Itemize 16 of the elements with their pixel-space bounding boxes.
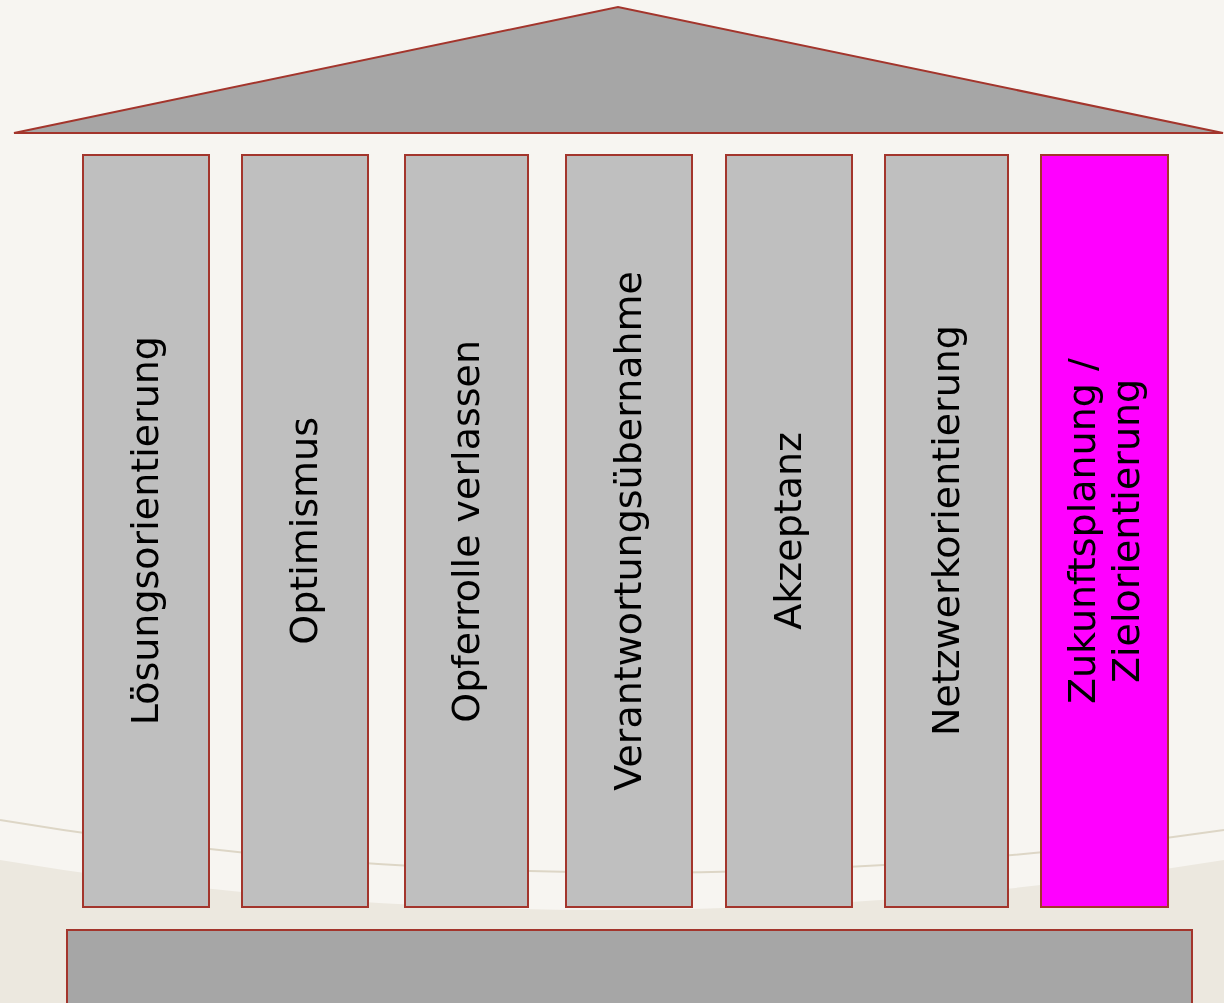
pillar-label: Akzeptanz [767,432,811,630]
pillar [884,154,1009,908]
pillar-label: Zukunftsplanung / Zielorientierung [1060,357,1149,706]
temple-roof [12,5,1224,136]
pillar [241,154,369,908]
pillar-label: Opferrolle verlassen [444,339,489,723]
pillar [1040,154,1169,908]
pillar [82,154,210,908]
pillar-label: Netzwerkorientierung [924,325,969,737]
pillar [725,154,853,908]
pillar [565,154,693,908]
pillar-label: Lösungsorientierung [124,336,168,726]
pillar-label: Optimismus [283,417,327,645]
pillar-label: Verantwortungsübernahme [607,271,651,791]
pillar [404,154,529,908]
temple-base [66,929,1193,1003]
